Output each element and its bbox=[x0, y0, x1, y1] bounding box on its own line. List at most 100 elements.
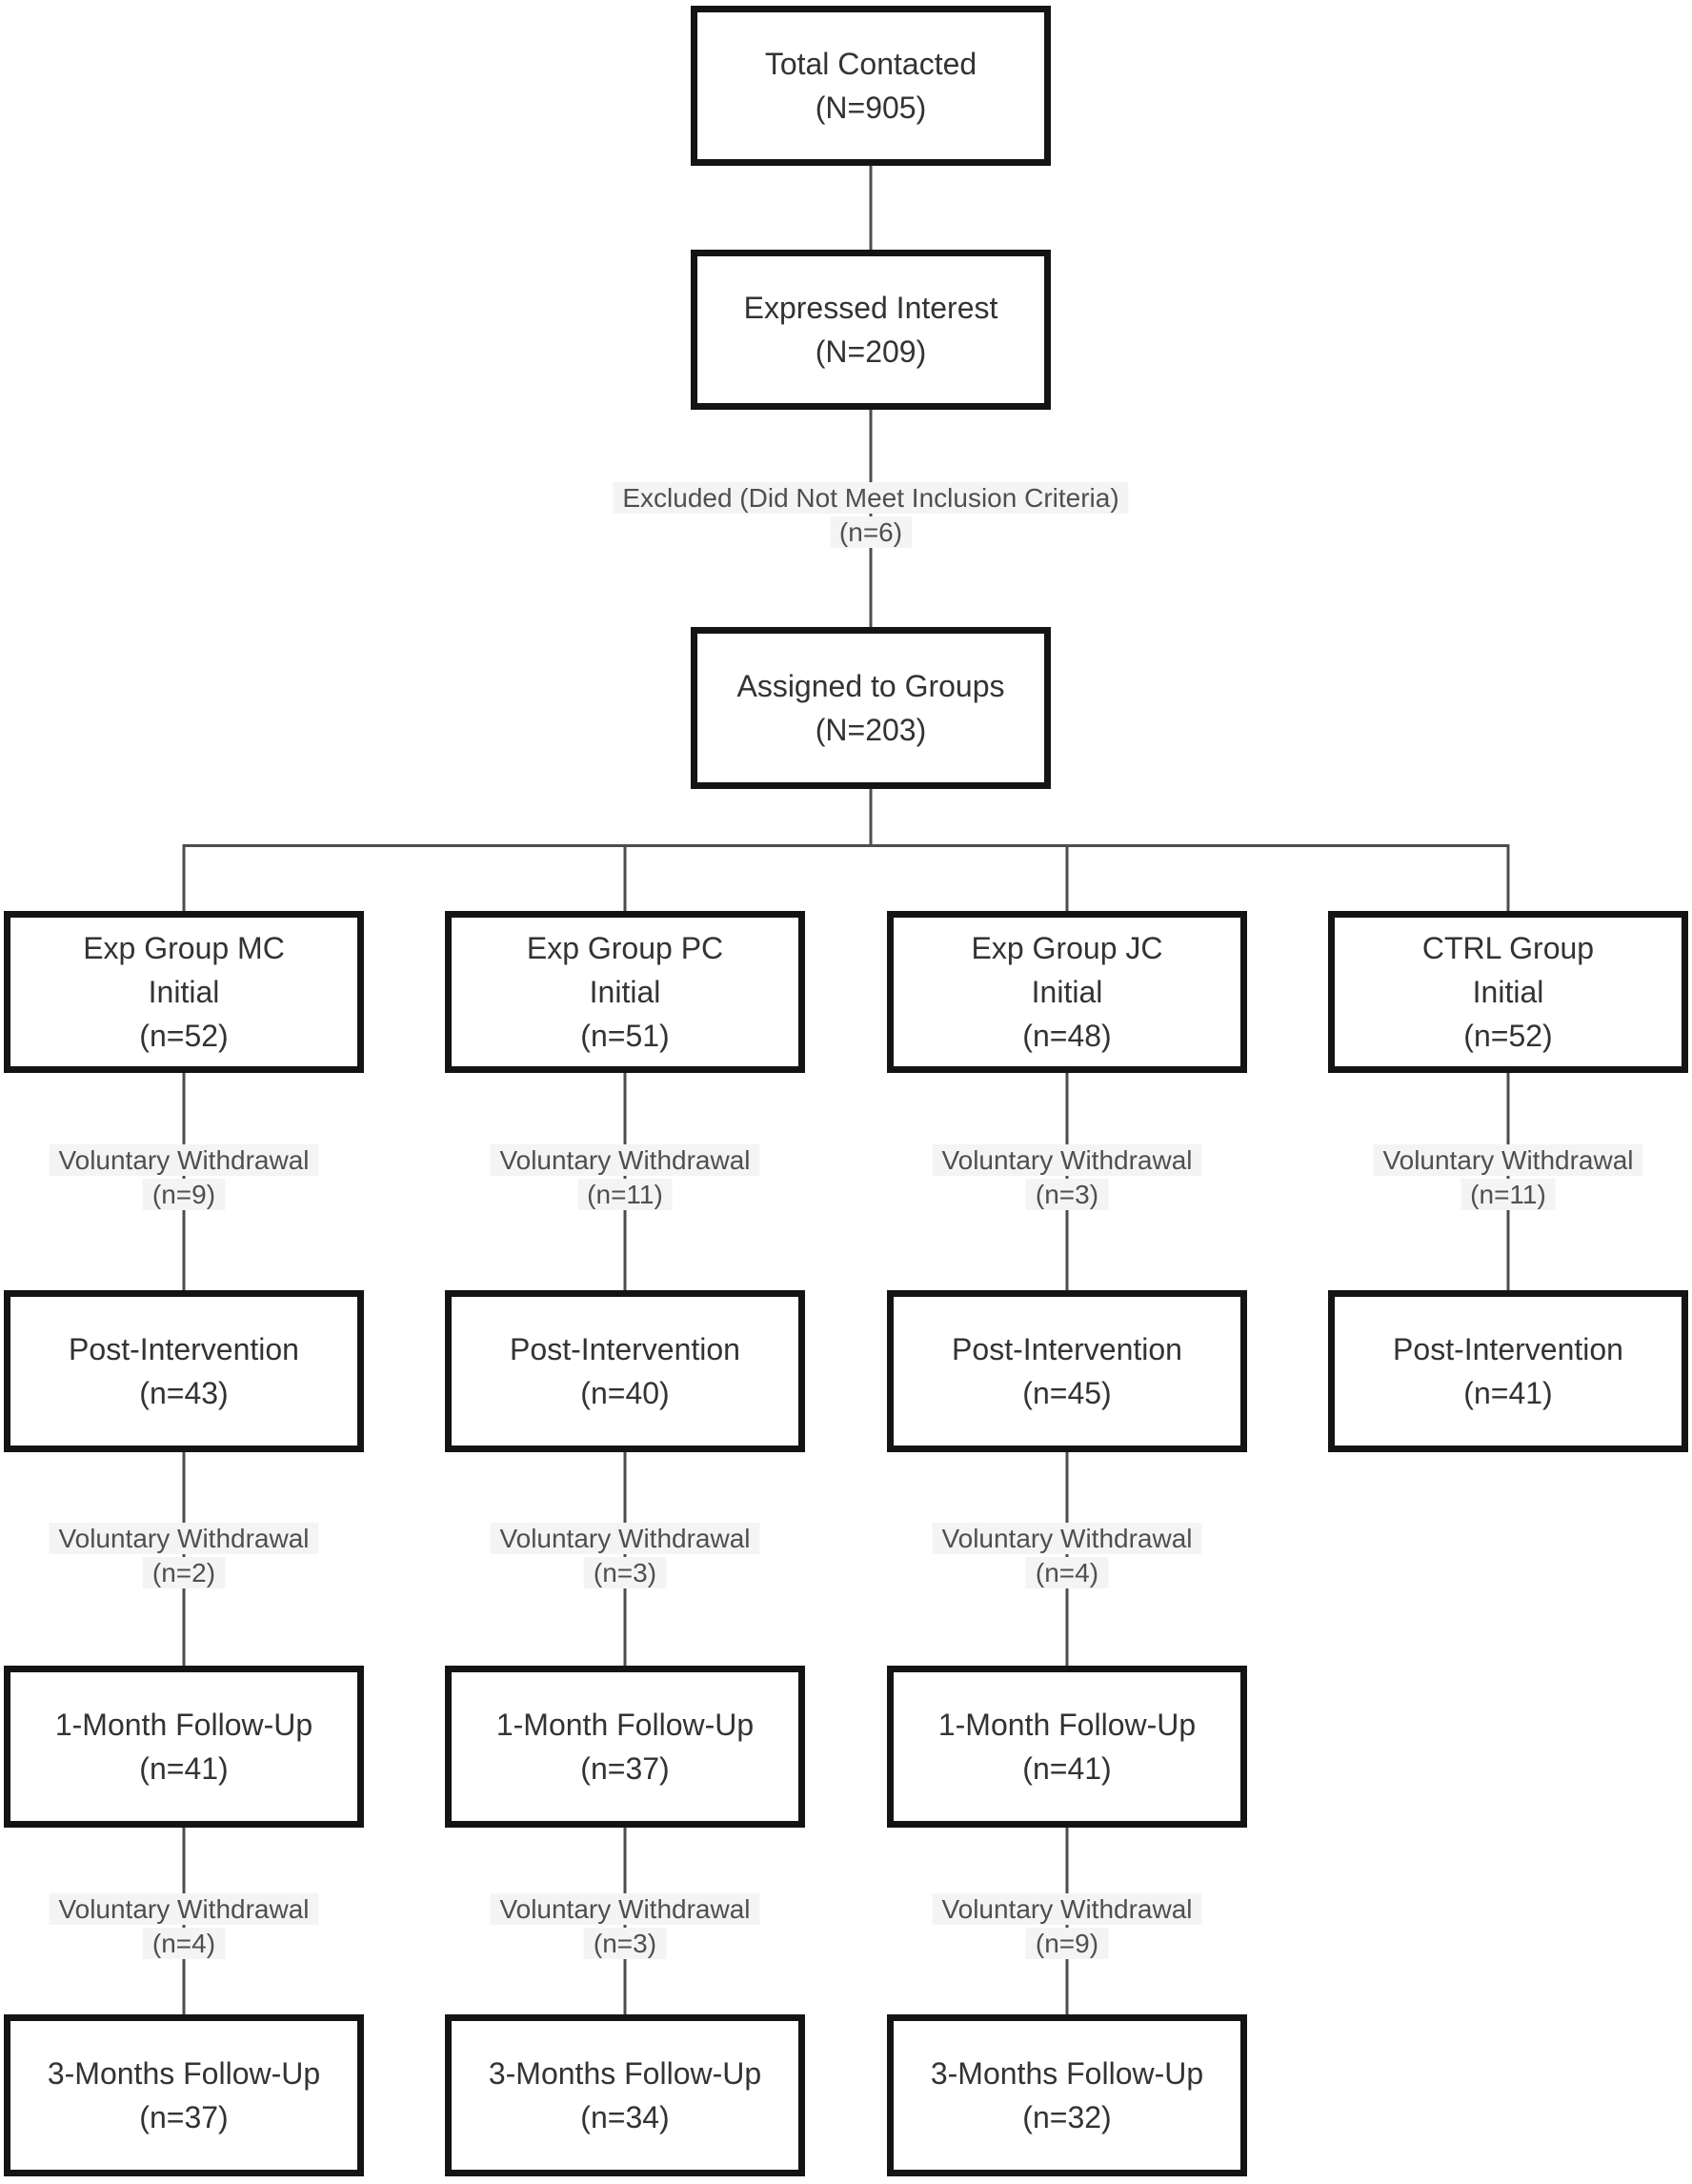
edge-label-line: Voluntary Withdrawal bbox=[932, 1143, 1202, 1178]
node-title: Exp Group JC bbox=[971, 931, 1163, 965]
node-title: 1-Month Follow-Up bbox=[54, 1708, 313, 1742]
edge-label-line: (n=3) bbox=[490, 1927, 759, 1961]
edge-label-count: (n=3) bbox=[1025, 1179, 1109, 1210]
edge-label-text: Voluntary Withdrawal bbox=[490, 1523, 760, 1554]
node-count: (n=48) bbox=[1022, 1019, 1112, 1053]
node-mc-1-month-follow-up: 1-Month Follow-Up (n=41) bbox=[4, 1666, 364, 1828]
node-title: CTRL Group bbox=[1421, 931, 1595, 965]
edge-label-text: Voluntary Withdrawal bbox=[932, 1893, 1202, 1925]
node-ctrl-group-initial: CTRL Group Initial (n=52) bbox=[1328, 911, 1688, 1073]
node-count: (n=52) bbox=[1463, 1019, 1553, 1053]
node-subtitle: Initial bbox=[1031, 975, 1103, 1009]
node-count: (n=41) bbox=[1022, 1751, 1112, 1786]
edge-label-line: Excluded (Did Not Meet Inclusion Criteri… bbox=[613, 481, 1129, 516]
edge-label-mc-withdrawal-3: Voluntary Withdrawal (n=4) bbox=[49, 1892, 319, 1961]
node-subtitle: Initial bbox=[589, 975, 661, 1009]
edge-label-line: (n=9) bbox=[49, 1178, 318, 1212]
edge-label-count: (n=11) bbox=[1460, 1179, 1556, 1210]
edge-label-jc-withdrawal-1: Voluntary Withdrawal (n=3) bbox=[932, 1143, 1202, 1212]
edge-label-jc-withdrawal-2: Voluntary Withdrawal (n=4) bbox=[932, 1522, 1202, 1590]
edge-label-line: Voluntary Withdrawal bbox=[49, 1143, 319, 1178]
node-count: (n=32) bbox=[1022, 2100, 1112, 2134]
edge-label-line: (n=11) bbox=[490, 1178, 759, 1212]
node-assigned-to-groups: Assigned to Groups (N=203) bbox=[691, 627, 1051, 789]
edge-label-count: (n=3) bbox=[583, 1928, 667, 1959]
edge-label-count: (n=4) bbox=[1025, 1557, 1109, 1588]
node-jc-post-intervention: Post-Intervention (n=45) bbox=[887, 1290, 1247, 1452]
node-count: (n=41) bbox=[139, 1751, 229, 1786]
node-title: Exp Group MC bbox=[83, 931, 285, 965]
edge-label-line: Voluntary Withdrawal bbox=[1373, 1143, 1643, 1178]
edge-label-text: Voluntary Withdrawal bbox=[490, 1144, 760, 1176]
node-title: 1-Month Follow-Up bbox=[495, 1708, 755, 1742]
node-pc-3-months-follow-up: 3-Months Follow-Up (n=34) bbox=[445, 2014, 805, 2176]
edge-label-text: Voluntary Withdrawal bbox=[932, 1523, 1202, 1554]
node-count: (n=51) bbox=[580, 1019, 670, 1053]
node-ctrl-post-intervention: Post-Intervention (n=41) bbox=[1328, 1290, 1688, 1452]
edge-label-text: Voluntary Withdrawal bbox=[49, 1523, 319, 1554]
edge-label-count: (n=9) bbox=[142, 1179, 226, 1210]
node-pc-1-month-follow-up: 1-Month Follow-Up (n=37) bbox=[445, 1666, 805, 1828]
edge-label-line: Voluntary Withdrawal bbox=[490, 1892, 760, 1927]
node-title: Post-Intervention bbox=[510, 1332, 740, 1366]
edge-label-count: (n=2) bbox=[142, 1557, 226, 1588]
connector-assigned-to-branch bbox=[869, 789, 873, 846]
edge-label-line: (n=6) bbox=[613, 516, 1128, 550]
node-title: Post-Intervention bbox=[952, 1332, 1182, 1366]
edge-label-mc-withdrawal-2: Voluntary Withdrawal (n=2) bbox=[49, 1522, 319, 1590]
node-pc-post-intervention: Post-Intervention (n=40) bbox=[445, 1290, 805, 1452]
node-count: (n=37) bbox=[139, 2100, 229, 2134]
edge-label-mc-withdrawal-1: Voluntary Withdrawal (n=9) bbox=[49, 1143, 319, 1212]
node-title: 3-Months Follow-Up bbox=[488, 2056, 762, 2091]
connector-branch-drop-mc bbox=[182, 844, 186, 911]
node-title: Post-Intervention bbox=[1393, 1332, 1623, 1366]
node-count: (n=40) bbox=[580, 1376, 670, 1410]
edge-label-count: (n=3) bbox=[583, 1557, 667, 1588]
edge-label-count: (n=9) bbox=[1025, 1928, 1109, 1959]
node-count: (N=203) bbox=[815, 713, 927, 747]
edge-label-line: (n=3) bbox=[932, 1178, 1201, 1212]
edge-label-line: (n=4) bbox=[932, 1556, 1201, 1590]
edge-label-line: Voluntary Withdrawal bbox=[932, 1522, 1202, 1556]
connector-branch-drop-ctrl bbox=[1506, 844, 1510, 911]
node-count: (n=43) bbox=[139, 1376, 229, 1410]
node-jc-1-month-follow-up: 1-Month Follow-Up (n=41) bbox=[887, 1666, 1247, 1828]
connector-branch-horizontal bbox=[184, 844, 1508, 847]
connector-branch-drop-pc bbox=[623, 844, 627, 911]
edge-label-count: (n=4) bbox=[142, 1928, 226, 1959]
edge-label-text: Voluntary Withdrawal bbox=[932, 1144, 1202, 1176]
edge-label-excluded: Excluded (Did Not Meet Inclusion Criteri… bbox=[613, 481, 1129, 550]
edge-label-text: Voluntary Withdrawal bbox=[49, 1144, 319, 1176]
node-count: (n=37) bbox=[580, 1751, 670, 1786]
connector-branch-drop-jc bbox=[1065, 844, 1069, 911]
edge-label-count: (n=11) bbox=[577, 1179, 673, 1210]
node-title: 1-Month Follow-Up bbox=[937, 1708, 1197, 1742]
node-title: Assigned to Groups bbox=[736, 669, 1005, 703]
edge-label-ctrl-withdrawal-1: Voluntary Withdrawal (n=11) bbox=[1373, 1143, 1643, 1212]
edge-label-pc-withdrawal-2: Voluntary Withdrawal (n=3) bbox=[490, 1522, 760, 1590]
edge-label-pc-withdrawal-3: Voluntary Withdrawal (n=3) bbox=[490, 1892, 760, 1961]
node-exp-group-mc-initial: Exp Group MC Initial (n=52) bbox=[4, 911, 364, 1073]
connector-total-to-interest bbox=[869, 166, 873, 250]
node-count: (N=209) bbox=[815, 334, 927, 369]
node-count: (n=52) bbox=[139, 1019, 229, 1053]
node-total-contacted: Total Contacted (N=905) bbox=[691, 6, 1051, 166]
node-subtitle: Initial bbox=[1472, 975, 1544, 1009]
edge-label-line: Voluntary Withdrawal bbox=[490, 1522, 760, 1556]
node-subtitle: Initial bbox=[148, 975, 220, 1009]
edge-label-jc-withdrawal-3: Voluntary Withdrawal (n=9) bbox=[932, 1892, 1202, 1961]
edge-label-line: Voluntary Withdrawal bbox=[932, 1892, 1202, 1927]
node-exp-group-pc-initial: Exp Group PC Initial (n=51) bbox=[445, 911, 805, 1073]
node-mc-post-intervention: Post-Intervention (n=43) bbox=[4, 1290, 364, 1452]
edge-label-line: Voluntary Withdrawal bbox=[49, 1522, 319, 1556]
edge-label-text: Voluntary Withdrawal bbox=[49, 1893, 319, 1925]
edge-label-line: Voluntary Withdrawal bbox=[490, 1143, 760, 1178]
node-exp-group-jc-initial: Exp Group JC Initial (n=48) bbox=[887, 911, 1247, 1073]
node-jc-3-months-follow-up: 3-Months Follow-Up (n=32) bbox=[887, 2014, 1247, 2176]
node-title: Exp Group PC bbox=[526, 931, 724, 965]
node-mc-3-months-follow-up: 3-Months Follow-Up (n=37) bbox=[4, 2014, 364, 2176]
edge-label-line: (n=2) bbox=[49, 1556, 318, 1590]
node-count: (n=45) bbox=[1022, 1376, 1112, 1410]
edge-label-line: (n=4) bbox=[49, 1927, 318, 1961]
